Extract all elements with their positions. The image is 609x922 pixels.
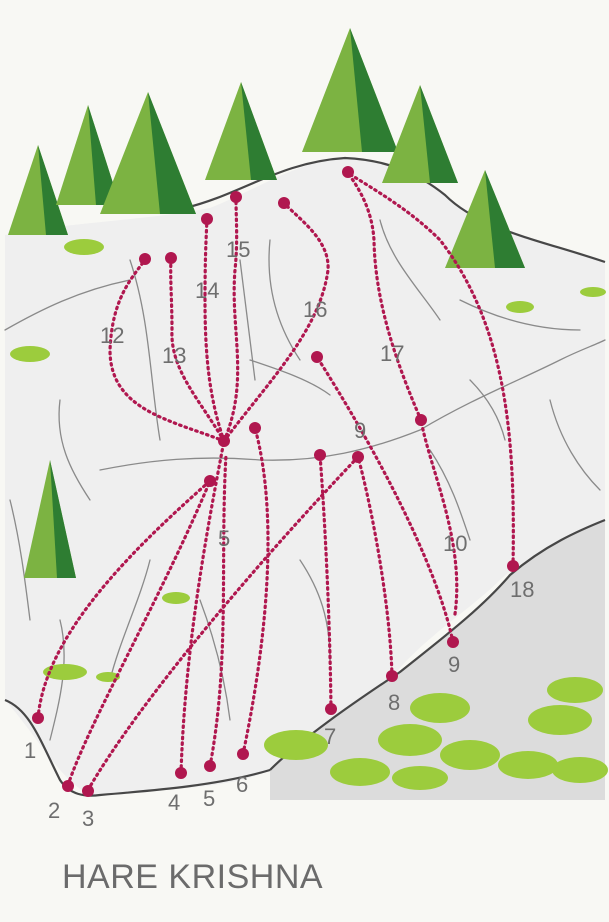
route-label: 5 [218,526,230,551]
route-start-6 [237,748,249,760]
route-label: 4 [168,790,180,815]
route-label: 8 [388,690,400,715]
route-12-line [108,258,226,443]
route-start-2 [62,780,74,792]
route-start-7 [325,703,337,715]
bushes [10,239,608,790]
anchor [218,435,230,447]
route-label: 2 [48,798,60,823]
anchor [342,166,354,178]
route-label: 14 [195,278,219,303]
route-label: 5 [203,786,215,811]
route-label: 3 [82,806,94,831]
route-label: 7 [324,724,336,749]
route-14-line [203,217,226,443]
route-6-line [241,426,270,756]
anchor [249,422,261,434]
rock-face [5,158,605,795]
route-15-line [222,196,240,443]
route-8-line [356,455,394,678]
anchor [352,451,364,463]
tree [302,28,398,152]
route-start-4 [175,767,187,779]
route-1-line [36,479,212,720]
anchor [139,253,151,265]
tree [445,170,525,268]
route-7-line [318,453,333,711]
tree [100,92,196,214]
route-2-line [66,479,212,787]
route-start-3 [82,785,94,797]
route-4-line [179,439,226,775]
route-label: 12 [100,323,124,348]
route-dots [32,166,519,797]
route-label: 13 [162,343,186,368]
tree [382,85,458,183]
anchor [314,449,326,461]
route-18-line [346,171,515,568]
route-5-line [208,453,228,768]
route-13-line [169,257,226,443]
trees [8,28,525,578]
route-label: 17 [380,341,404,366]
anchor [204,475,216,487]
route-label: 15 [226,237,250,262]
anchor [201,213,213,225]
route-start-8 [386,670,398,682]
anchor [311,351,323,363]
route-label: 16 [303,297,327,322]
route-16-line [222,201,330,443]
route-label: 18 [510,577,534,602]
tree [56,105,120,205]
route-label: 9 [448,652,460,677]
route-start-18 [507,560,519,572]
route-3-line [86,455,360,792]
route-lines [36,171,515,792]
tree [8,145,68,235]
route-labels: 1 2 3 4 5 5 6 7 8 9 9 10 12 13 14 15 16 … [24,237,534,831]
crag-title: HARE KRISHNA [62,858,324,896]
route-label: 9 [354,418,366,443]
anchor [278,197,290,209]
route-start-9 [447,636,459,648]
anchor [165,252,177,264]
route-10-line [419,418,459,616]
route-9-line [315,355,455,644]
tree [205,82,277,180]
anchor [230,191,242,203]
route-start-5 [204,760,216,772]
route-label: 10 [443,531,467,556]
route-start-1 [32,712,44,724]
rock-slab [270,520,605,800]
rock-cracks [4,219,606,741]
route-label: 1 [24,738,36,763]
route-label: 6 [236,772,248,797]
route-17-line [346,171,423,422]
tree [24,460,76,578]
anchor [415,414,427,426]
